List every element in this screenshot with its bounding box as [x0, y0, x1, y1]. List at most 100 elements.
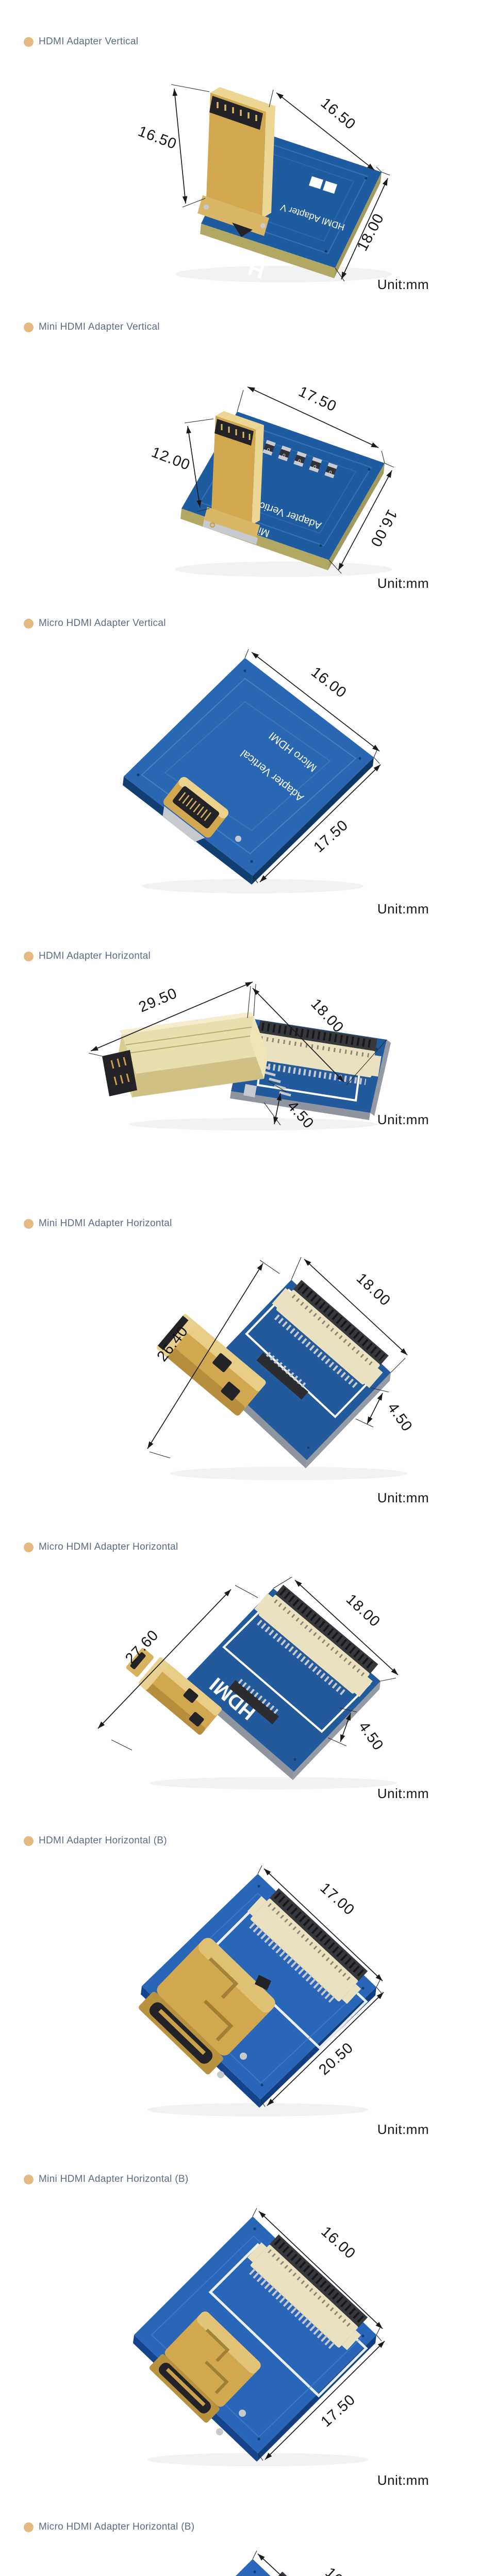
- dimension-line: [90, 981, 253, 1052]
- pcb-board: [236, 2559, 271, 2576]
- dimension-label: 29.50: [137, 985, 180, 1016]
- bullet-icon: [24, 322, 34, 332]
- dimension-arrowhead: [373, 765, 381, 772]
- section-micro-hdmi-adapter-vertical: Micro HDMI Adapter Vertical Micro HDMI A…: [0, 618, 495, 955]
- section-micro-hdmi-adapter-horizontal-b: Micro HDMI Adapter Horizontal (B): [0, 2521, 495, 2576]
- dimension-arrowhead: [257, 1263, 263, 1271]
- bullet-icon: [24, 618, 34, 629]
- dimension-label: 16.00: [318, 2223, 358, 2262]
- section-hdmi-adapter-horizontal-b: HDMI Adapter Horizontal (B): [0, 1835, 495, 2178]
- svg-text:0: 0: [282, 452, 286, 458]
- dimension-arrowhead: [376, 1992, 384, 1999]
- dimension-line: [147, 1263, 263, 1449]
- section-header: HDMI Adapter Horizontal (B): [24, 1835, 167, 1846]
- dimension-arrowhead: [276, 1093, 282, 1101]
- dimension-arrowhead: [377, 2341, 385, 2348]
- section-header: Mini HDMI Adapter Horizontal (B): [24, 2174, 188, 2185]
- dimension-arrowhead: [304, 1259, 311, 1266]
- section-title: HDMI Adapter Vertical: [39, 36, 139, 47]
- section-mini-hdmi-adapter-horizontal-b: Mini HDMI Adapter Horizontal (B): [0, 2174, 495, 2526]
- svg-text:0: 0: [266, 446, 271, 452]
- dimension-line: [294, 1580, 399, 1675]
- dimension-arrowhead: [98, 1721, 105, 1728]
- bullet-icon: [24, 1542, 34, 1552]
- dimension-arrowhead: [340, 1734, 345, 1742]
- section-title: Mini HDMI Adapter Horizontal: [39, 1218, 172, 1229]
- dimension-arrowhead: [345, 1713, 351, 1721]
- bullet-icon: [24, 2174, 34, 2184]
- dimension-arrowhead: [375, 2321, 383, 2329]
- section-header: Mini HDMI Adapter Vertical: [24, 321, 160, 333]
- dimension-line: [263, 1868, 383, 1981]
- section-title: Micro HDMI Adapter Horizontal (B): [39, 2521, 195, 2532]
- dimension-label: 17.50: [296, 383, 339, 415]
- product-photo-hdmi-vertical: HDMI Adapter V H: [136, 84, 392, 283]
- dimension-arrowhead: [386, 470, 392, 478]
- smd-chip: 0 0 0 0 0: [262, 439, 338, 479]
- section-title: HDMI Adapter Horizontal: [39, 951, 151, 961]
- section-header: HDMI Adapter Horizontal: [24, 951, 151, 962]
- dimension-label: 16.00: [367, 506, 401, 550]
- dimension-label: 4.50: [355, 1719, 387, 1754]
- dimension-line: [341, 178, 388, 280]
- dimension-line: [251, 652, 380, 752]
- plug-pins: [229, 1679, 279, 1724]
- dimension-arrowhead: [91, 1046, 98, 1051]
- dimension-line: [174, 88, 186, 204]
- dimension-line: [252, 988, 344, 1082]
- dimension-line: [187, 426, 201, 508]
- section-mini-hdmi-adapter-horizontal: Mini HDMI Adapter Horizontal: [0, 1218, 495, 1546]
- dimension-arrowhead: [172, 89, 178, 96]
- dimension-label: 16.00: [322, 2564, 362, 2576]
- unit-label: Unit:mm: [377, 1490, 429, 1505]
- unit-label: Unit:mm: [377, 1112, 429, 1127]
- bullet-icon: [24, 1218, 34, 1229]
- section-header: HDMI Adapter Vertical: [24, 36, 138, 47]
- dimension-line: [267, 1992, 384, 2106]
- section-micro-hdmi-adapter-horizontal: Micro HDMI Adapter Horizontal HDMI: [0, 1541, 495, 1839]
- pcb-board: Adapter Vertical Mini HDMI 0 0 0 0 0: [180, 412, 385, 570]
- dimension-arrowhead: [338, 563, 344, 570]
- section-title: Mini HDMI Adapter Horizontal (B): [39, 2174, 189, 2184]
- dimension-label: 16.50: [318, 95, 359, 133]
- dimension-line: [97, 1589, 232, 1729]
- dimension-arrowhead: [382, 178, 388, 186]
- dimension-arrowhead: [248, 387, 255, 393]
- dimension-label: 17.00: [317, 1879, 357, 1919]
- dimension-arrowhead: [196, 500, 202, 507]
- dimension-arrowhead: [341, 272, 347, 279]
- dimension-line: [257, 2553, 283, 2576]
- dimension-line: [259, 764, 381, 883]
- dimension-arrowhead: [391, 1668, 398, 1675]
- ffc-connector: [248, 1020, 382, 1086]
- section-title: Micro HDMI Adapter Horizontal: [39, 1541, 178, 1552]
- mini-hdmi-socket: [149, 2311, 261, 2423]
- dimension-arrowhead: [147, 1441, 154, 1449]
- unit-label: Unit:mm: [377, 1786, 429, 1801]
- dimension-line: [338, 470, 392, 571]
- dimension-line: [258, 2211, 383, 2329]
- dimension-arrowhead: [259, 2211, 266, 2218]
- unit-label: Unit:mm: [377, 2122, 429, 2137]
- section-header: Micro HDMI Adapter Horizontal (B): [24, 2521, 194, 2533]
- product-photo-mini-hdmi-horizontal-b: 16.00 17.50: [133, 2208, 385, 2466]
- product-photo-micro-hdmi-vertical: Micro HDMI Adapter Vertical: [123, 649, 381, 893]
- bullet-icon: [24, 2522, 34, 2532]
- product-photo-mini-hdmi-horizontal: 26.40 18.00 4.50: [147, 1257, 416, 1480]
- unit-label: Unit:mm: [377, 901, 429, 917]
- unit-label: Unit:mm: [377, 575, 429, 591]
- section-header: Micro HDMI Adapter Vertical: [24, 618, 166, 629]
- dimension-arrowhead: [267, 2098, 274, 2106]
- section-mini-hdmi-adapter-vertical: Mini HDMI Adapter Vertical Adapter Verti…: [0, 321, 495, 622]
- dimension-arrowhead: [252, 652, 259, 659]
- dimension-arrowhead: [367, 163, 374, 170]
- dimension-arrowhead: [264, 1869, 271, 1876]
- dimension-line: [276, 92, 375, 171]
- dimension-arrowhead: [265, 2452, 272, 2460]
- section-header: Mini HDMI Adapter Horizontal: [24, 1218, 172, 1229]
- unit-label: Unit:mm: [377, 2472, 429, 2488]
- dimension-label: 18.00: [343, 1591, 384, 1630]
- dimension-label: 16.00: [308, 664, 350, 701]
- dimension-arrowhead: [186, 426, 191, 434]
